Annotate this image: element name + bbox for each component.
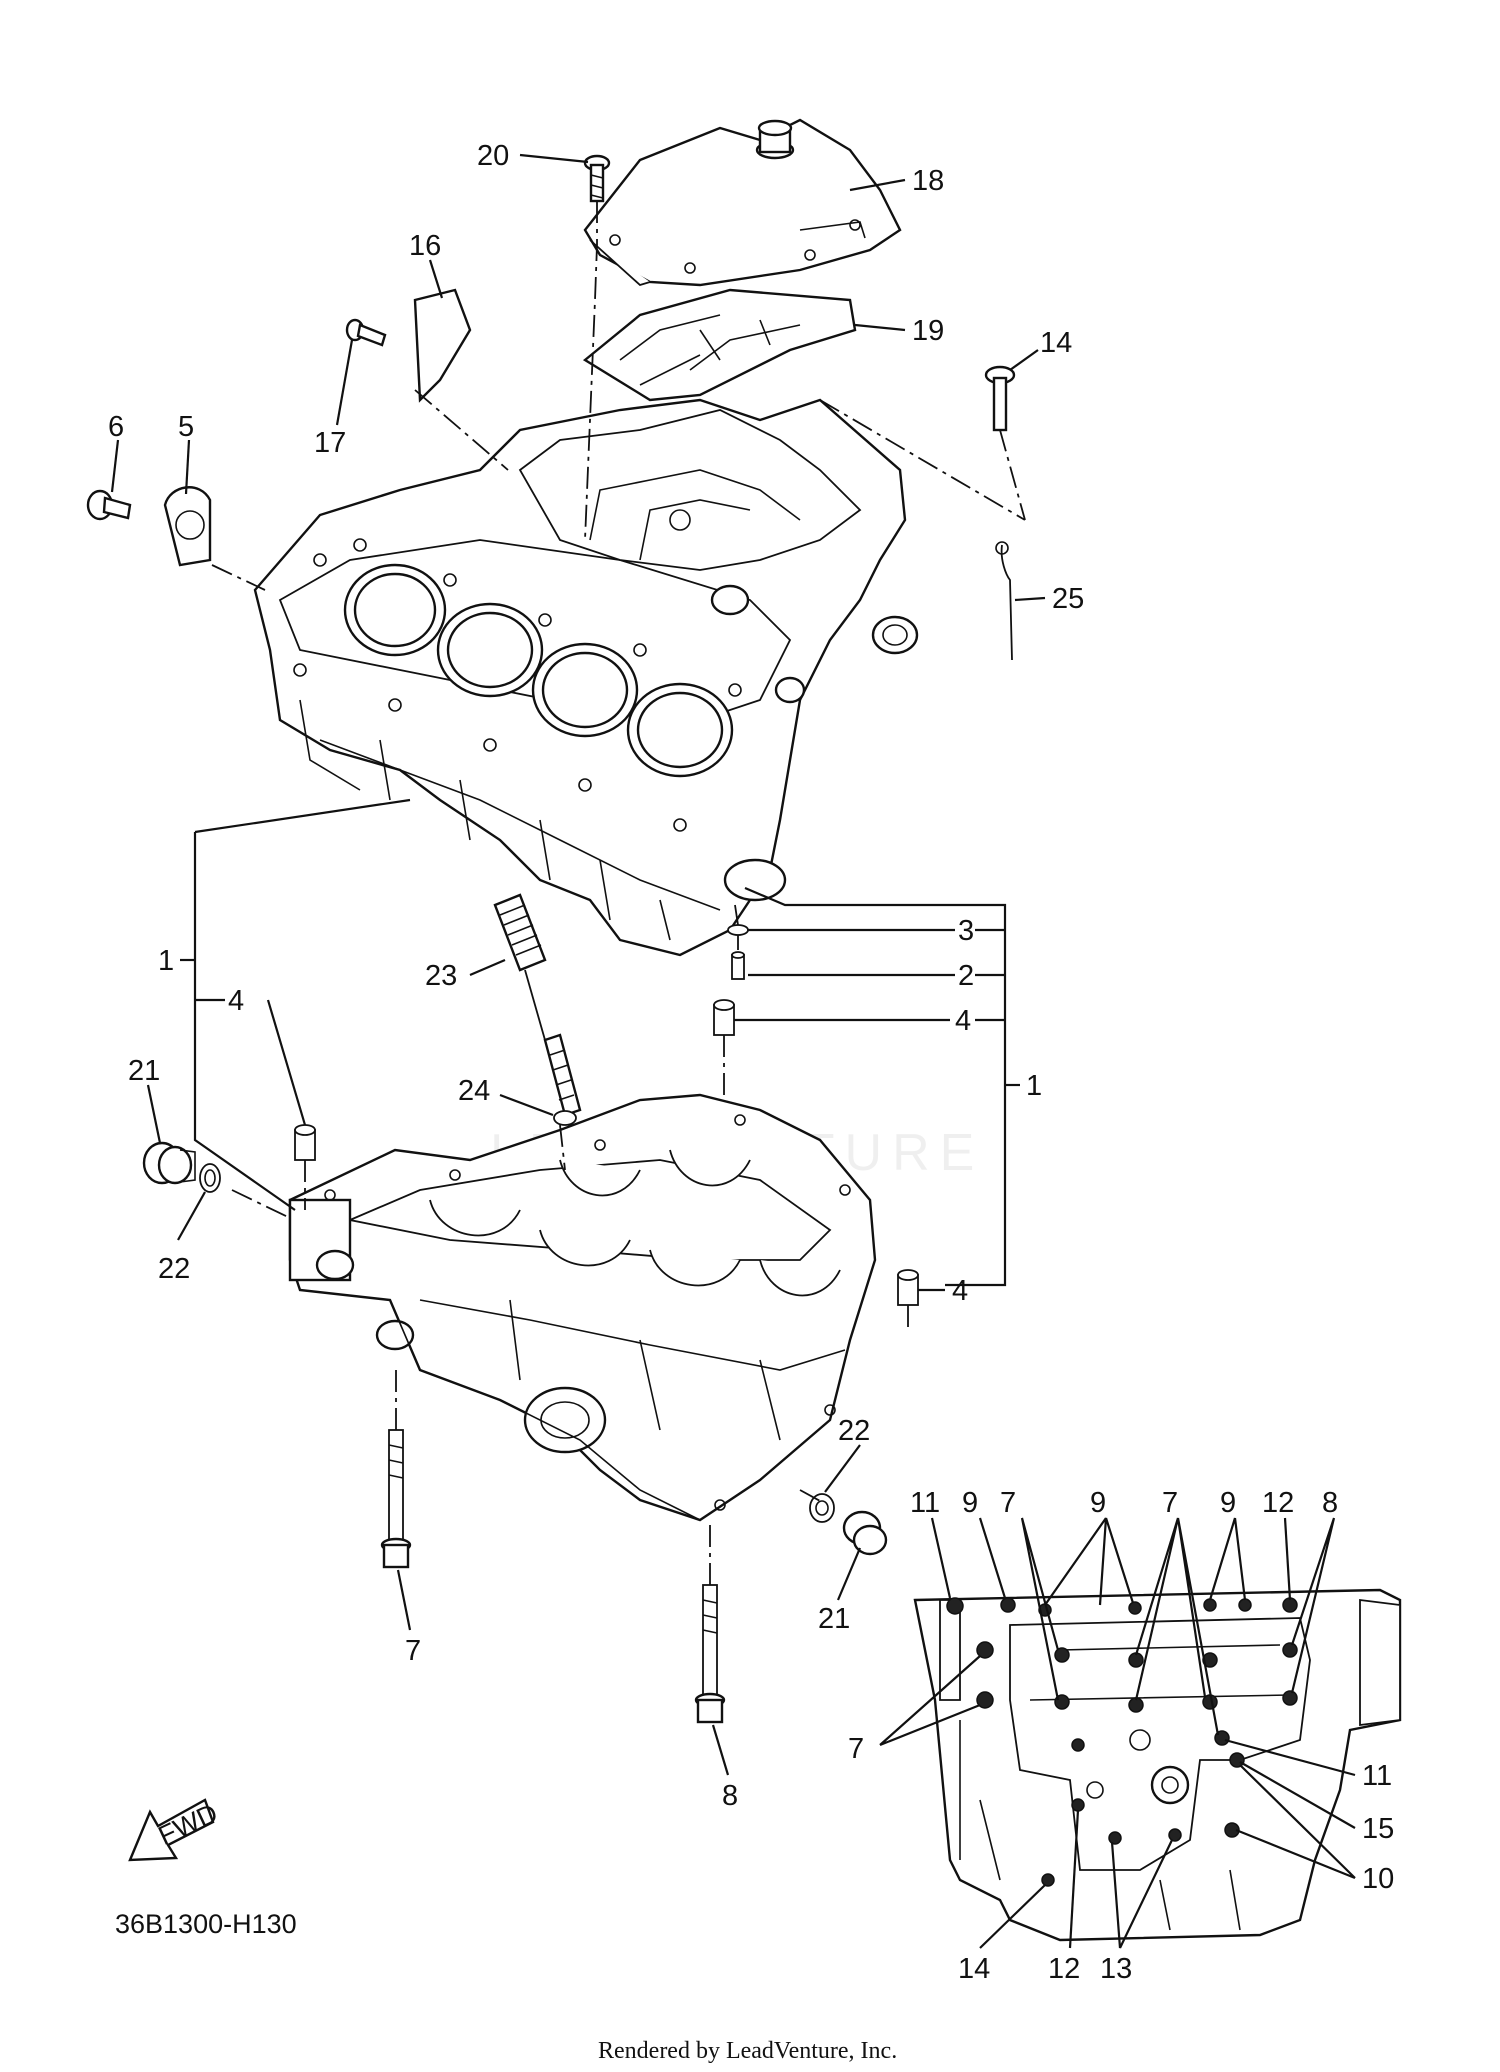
callout-21-right: 21 — [818, 1603, 850, 1635]
callout-9-b: 9 — [1090, 1487, 1106, 1519]
inset-lower-crankcase-view — [913, 1588, 1402, 1942]
callout-labels: 20 18 16 19 14 17 6 5 25 1 3 2 23 4 4 1 … — [108, 140, 1394, 1985]
callout-4-left: 4 — [228, 985, 244, 1017]
callout-20: 20 — [477, 140, 509, 172]
part-gasket-16 — [413, 288, 472, 403]
part-dowel-4-mid — [713, 999, 735, 1036]
part-bolt-17 — [345, 318, 387, 347]
callout-12-bottom: 12 — [1048, 1953, 1080, 1985]
part-plug-21-right — [842, 1510, 888, 1556]
callout-24: 24 — [458, 1075, 490, 1107]
callout-1-left: 1 — [158, 945, 174, 977]
part-screw-6 — [86, 489, 132, 521]
part-bolt-8 — [694, 1584, 726, 1724]
part-bolt-20 — [583, 154, 611, 203]
part-strainer-23 — [493, 893, 582, 1117]
callout-15: 15 — [1362, 1813, 1394, 1845]
callout-11-top: 11 — [910, 1487, 940, 1519]
callout-22-right: 22 — [838, 1415, 870, 1447]
callout-7: 7 — [405, 1635, 421, 1667]
callout-4-mid: 4 — [955, 1005, 971, 1037]
part-dipstick-25 — [995, 541, 1013, 661]
part-plug-21-left — [142, 1141, 196, 1185]
part-dowel-4-left — [294, 1124, 316, 1161]
callout-23: 23 — [425, 960, 457, 992]
part-bolt-7 — [380, 1429, 412, 1569]
callout-7-top-b: 7 — [1162, 1487, 1178, 1519]
callout-19: 19 — [912, 315, 944, 347]
callout-16: 16 — [409, 230, 441, 262]
part-oring-3 — [727, 924, 749, 936]
credit-line: Rendered by LeadVenture, Inc. — [598, 2038, 897, 2064]
callout-6: 6 — [108, 411, 124, 443]
callout-13: 13 — [1100, 1953, 1132, 1985]
part-dowel-4-right — [897, 1269, 919, 1306]
part-gasket-19 — [582, 288, 857, 402]
leader-lines — [110, 153, 1356, 1949]
callout-11-right: 11 — [1362, 1760, 1392, 1792]
callout-25: 25 — [1052, 583, 1084, 615]
callout-22-left: 22 — [158, 1253, 190, 1285]
callout-1-right: 1 — [1026, 1070, 1042, 1102]
callout-7-inset-left: 7 — [848, 1733, 864, 1765]
callout-9-a: 9 — [962, 1487, 978, 1519]
callout-17: 17 — [314, 427, 346, 459]
part-oring-24 — [553, 1110, 577, 1126]
callout-14-bottom: 14 — [958, 1953, 990, 1985]
callout-3: 3 — [958, 915, 974, 947]
part-plate-5 — [163, 486, 212, 567]
part-washer-22-right — [809, 1493, 835, 1523]
part-pin-2 — [731, 951, 745, 980]
callout-9-c: 9 — [1220, 1487, 1236, 1519]
callout-12-top: 12 — [1262, 1487, 1294, 1519]
fwd-label: FWD — [154, 1798, 222, 1851]
callout-8: 8 — [722, 1780, 738, 1812]
callout-14-top: 14 — [1040, 327, 1072, 359]
part-upper-crankcase — [253, 398, 919, 957]
part-bolt-14-top — [984, 365, 1016, 432]
callout-10: 10 — [1362, 1863, 1394, 1895]
callout-8-inset: 8 — [1322, 1487, 1338, 1519]
part-oil-cover — [583, 118, 902, 287]
diagram-code: 36B1300-H130 — [115, 1909, 297, 1939]
callout-7-top-a: 7 — [1000, 1487, 1016, 1519]
part-washer-22-left — [199, 1163, 221, 1193]
fwd-arrow-icon: FWD — [128, 1798, 222, 1862]
callout-21-left: 21 — [128, 1055, 160, 1087]
callout-4-right: 4 — [952, 1275, 968, 1307]
callout-2: 2 — [958, 960, 974, 992]
callout-18: 18 — [912, 165, 944, 197]
part-lower-crankcase — [288, 1093, 877, 1522]
callout-5: 5 — [178, 411, 194, 443]
